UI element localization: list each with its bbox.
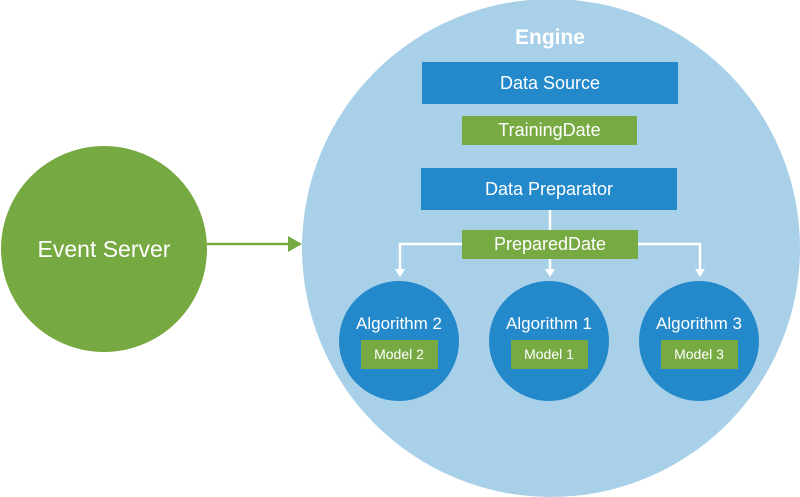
algorithm-1-label: Algorithm 1 [506, 313, 592, 333]
model-1-label: Model 1 [524, 346, 574, 362]
event-to-engine-arrowhead-icon [288, 236, 302, 252]
model-2-box: Model 2 [360, 339, 438, 369]
model-3-box: Model 3 [660, 339, 738, 369]
data-preparator-box: Data Preparator [421, 168, 677, 210]
model-3-label: Model 3 [674, 346, 724, 362]
algorithm-1-node: Algorithm 1 Model 1 [489, 281, 609, 401]
data-source-label: Data Source [499, 72, 601, 93]
branch-right-arrowhead-icon [695, 269, 705, 277]
prepared-data-box: PreparedDate [462, 230, 638, 259]
algorithm-3-node: Algorithm 3 Model 3 [639, 281, 759, 401]
algorithm-2-node: Algorithm 2 Model 2 [339, 281, 459, 401]
algorithm-3-label: Algorithm 3 [656, 313, 742, 333]
data-source-box: Data Source [422, 62, 678, 104]
training-data-box: TrainingDate [462, 116, 637, 145]
model-1-box: Model 1 [510, 339, 588, 369]
model-2-label: Model 2 [374, 346, 424, 362]
algorithm-2-label: Algorithm 2 [356, 313, 442, 333]
branch-left-arrowhead-icon [395, 269, 405, 277]
branch-center-arrowhead-icon [545, 269, 555, 277]
event-server-node: Event Server [1, 146, 207, 352]
training-data-label: TrainingDate [498, 120, 601, 140]
prepared-data-label: PreparedDate [493, 234, 607, 254]
data-preparator-label: Data Preparator [484, 178, 614, 199]
branch-right-line [638, 242, 702, 270]
branch-left-line [398, 242, 462, 270]
event-server-label: Event Server [37, 235, 171, 262]
engine-title: Engine [514, 26, 585, 49]
